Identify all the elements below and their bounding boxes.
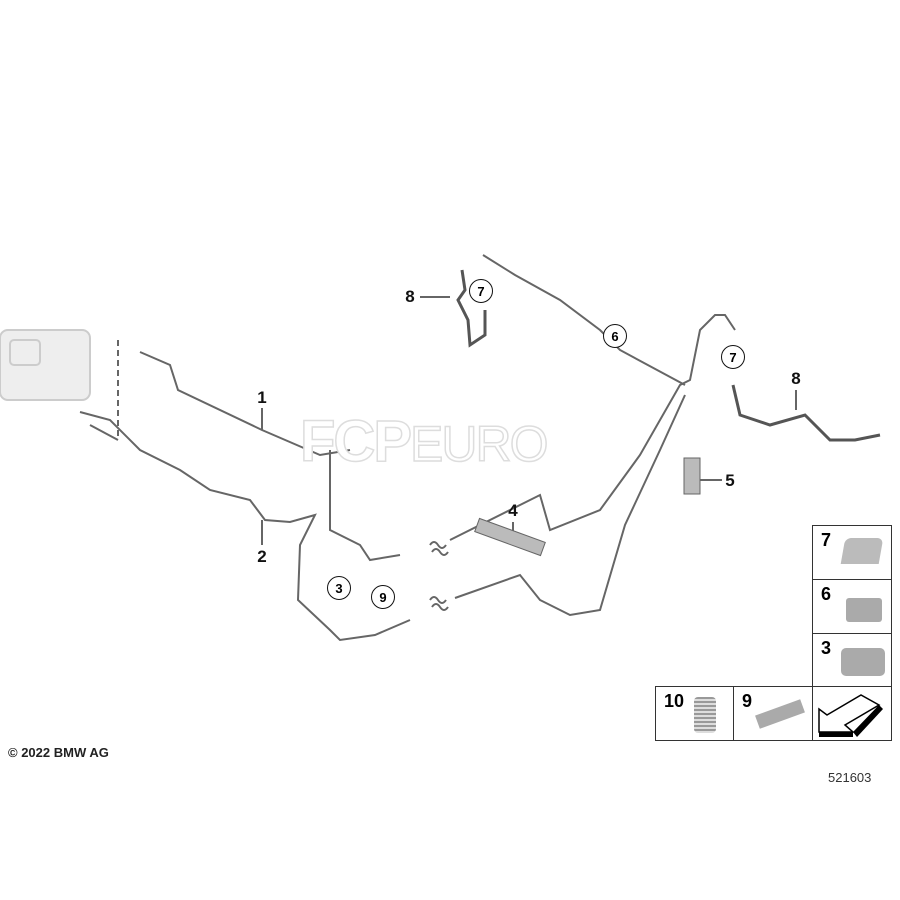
legend-item-9[interactable]: 9 (733, 686, 813, 741)
direction-arrow-box (812, 686, 892, 741)
legend-number: 6 (821, 584, 832, 604)
holder-9-icon (755, 699, 805, 729)
copyright: © 2022 BMW AG (8, 745, 109, 760)
legend-number: 9 (742, 691, 753, 711)
brake-line-2 (79, 411, 411, 642)
bracket-4-drawing (474, 517, 546, 557)
watermark: FCPEURO (299, 408, 549, 475)
brake-line-front-left (449, 314, 736, 541)
legend-item-10[interactable]: 10 (655, 686, 734, 741)
callout-4[interactable]: 4 (508, 501, 518, 520)
callout-8-right[interactable]: 8 (791, 369, 801, 388)
callout-9[interactable]: 9 (371, 585, 395, 609)
legend-number: 7 (821, 530, 832, 550)
callout-5[interactable]: 5 (725, 471, 735, 490)
brake-hose-right (731, 384, 881, 442)
legend-number: 3 (821, 638, 832, 658)
clip-3-icon (841, 648, 885, 676)
callout-6[interactable]: 6 (603, 324, 627, 348)
brake-hose-left (456, 269, 487, 348)
brake-line-upper (482, 254, 686, 386)
legend-item-6[interactable]: 6 (812, 579, 892, 634)
callout-7-right[interactable]: 7 (721, 345, 745, 369)
callout-8-left[interactable]: 8 (405, 287, 415, 306)
clamp-7-icon (840, 538, 884, 564)
diagram-code: 521603 (828, 770, 872, 785)
clip-6-icon (846, 598, 882, 622)
callout-7-left[interactable]: 7 (469, 279, 493, 303)
brake-line-1 (139, 351, 401, 562)
legend-number: 10 (664, 691, 685, 711)
abs-unit-drawing (0, 329, 91, 401)
legend-item-7[interactable]: 7 (812, 525, 892, 580)
thread-insert-10-icon (694, 697, 716, 733)
callout-2[interactable]: 2 (257, 547, 267, 566)
legend-item-3[interactable]: 3 (812, 633, 892, 687)
callout-1[interactable]: 1 (257, 388, 267, 407)
callout-3[interactable]: 3 (327, 576, 351, 600)
direction-arrow-icon (818, 694, 883, 737)
clip-5-drawing (683, 457, 701, 495)
